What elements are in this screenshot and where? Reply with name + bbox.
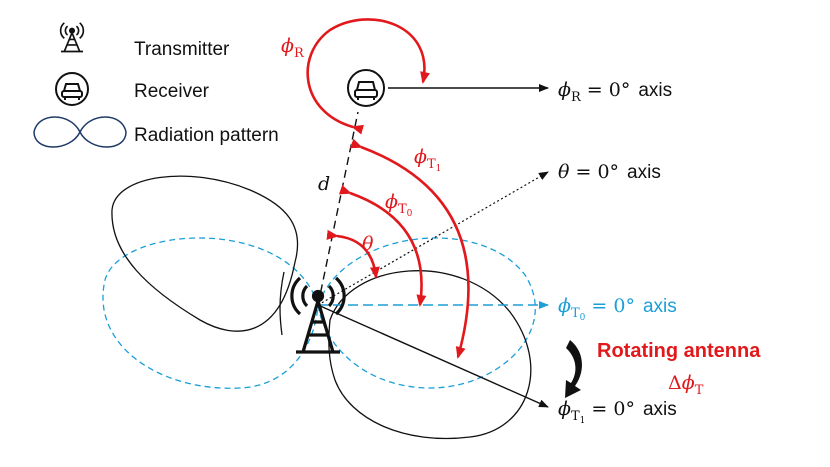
delta-phi-t-label: ΔϕT: [668, 372, 704, 398]
angle-arcs: [306, 18, 470, 359]
phi-t1-arc: [349, 138, 470, 359]
rotating-antenna-label: Rotating antenna: [597, 340, 761, 362]
theta-axis-label: θ = 0°axis: [558, 161, 661, 183]
radiation-pattern-icon: [33, 116, 127, 148]
phi-r-arc: [306, 18, 430, 135]
geometry-lines: [317, 84, 549, 408]
receiver-icon: [55, 72, 89, 106]
phi-t0-axis-label: ϕT0 = 0°axis: [558, 295, 677, 323]
legend-transmitter-label: Transmitter: [134, 39, 230, 60]
rotation-arrow-icon: [565, 340, 582, 398]
legend-receiver-label: Receiver: [134, 81, 210, 102]
transmitter-icon: [59, 22, 85, 53]
legend: Transmitter Receiver Radiation pattern: [33, 22, 279, 148]
legend-radiation-pattern-label: Radiation pattern: [134, 125, 279, 146]
phi-r-axis-label: ϕR = 0°axis: [558, 79, 672, 105]
radiation-pattern-t0: [102, 237, 536, 389]
theta-arc-label: θ: [362, 233, 374, 255]
phi-t0-arc-label: ϕT0: [385, 191, 413, 219]
receiver-icon: [347, 69, 385, 107]
transmitter-icon: [290, 276, 346, 354]
distance-label: d: [318, 173, 330, 195]
phi-t1-arc-label: ϕT1: [414, 146, 441, 174]
phi-r-arc-label: ϕR: [281, 35, 305, 61]
phi-t1-axis-label: ϕT1 = 0°axis: [558, 398, 677, 426]
theta-axis-line: [317, 171, 549, 306]
distance-line: [317, 111, 359, 306]
